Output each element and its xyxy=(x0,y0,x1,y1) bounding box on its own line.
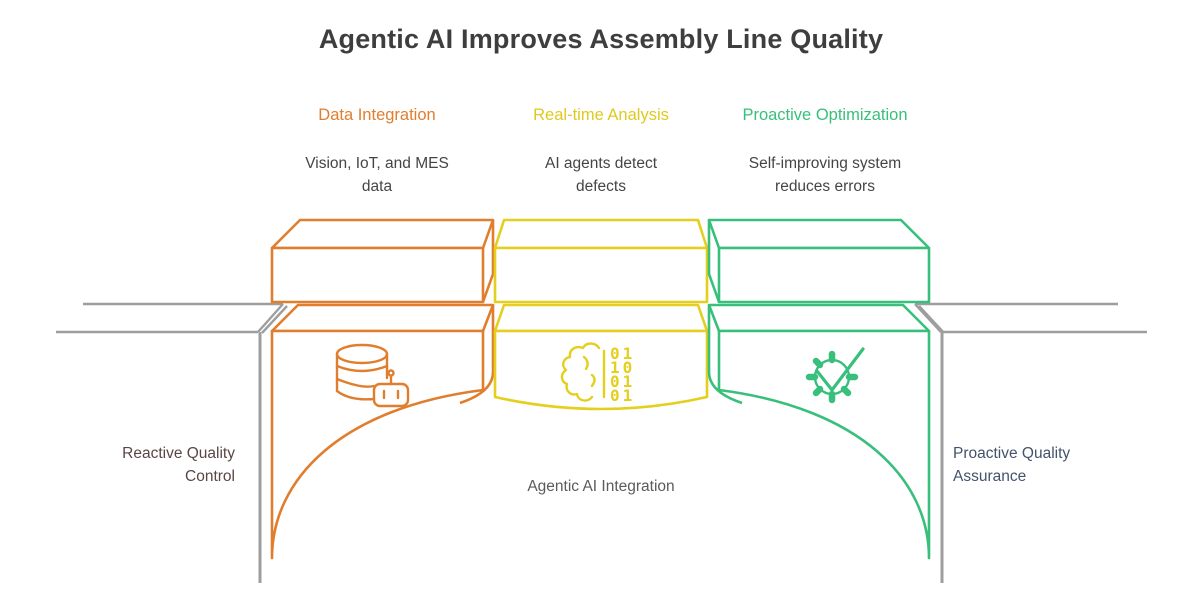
cliff-right xyxy=(914,302,1147,583)
binary-row: 01 xyxy=(610,344,635,363)
top-box-analysis xyxy=(493,218,709,304)
left-cliff-label: Reactive Quality Control xyxy=(122,445,235,485)
column-description-realtime-analysis: AI agents detect defects xyxy=(544,155,658,195)
binary-row: 10 xyxy=(610,358,635,377)
deck-box-data xyxy=(270,303,495,560)
binary-row: 01 xyxy=(610,386,635,405)
column-description-data-integration: Vision, IoT, and MES data xyxy=(305,155,449,195)
top-box-optimization xyxy=(707,218,931,304)
gear-check-icon xyxy=(805,347,865,404)
top-box-data xyxy=(270,218,495,304)
column-description-proactive-optimization: Self-improving system reduces errors xyxy=(748,155,902,195)
column-header-realtime-analysis: Real-time Analysis xyxy=(533,106,669,124)
brain-binary-icon: 01 10 01 01 xyxy=(560,342,635,405)
cliff-left xyxy=(56,302,288,583)
column-header-proactive-optimization: Proactive Optimization xyxy=(742,106,908,124)
page-title: Agentic AI Improves Assembly Line Qualit… xyxy=(318,24,884,54)
deck-box-optimization xyxy=(707,303,931,560)
binary-row: 01 xyxy=(610,372,635,391)
column-header-data-integration: Data Integration xyxy=(318,106,436,124)
right-cliff-label: Proactive Quality Assurance xyxy=(953,445,1071,485)
bridge-center-label: Agentic AI Integration xyxy=(527,478,675,495)
deck-box-analysis xyxy=(493,303,709,411)
database-robot-icon xyxy=(335,343,410,408)
